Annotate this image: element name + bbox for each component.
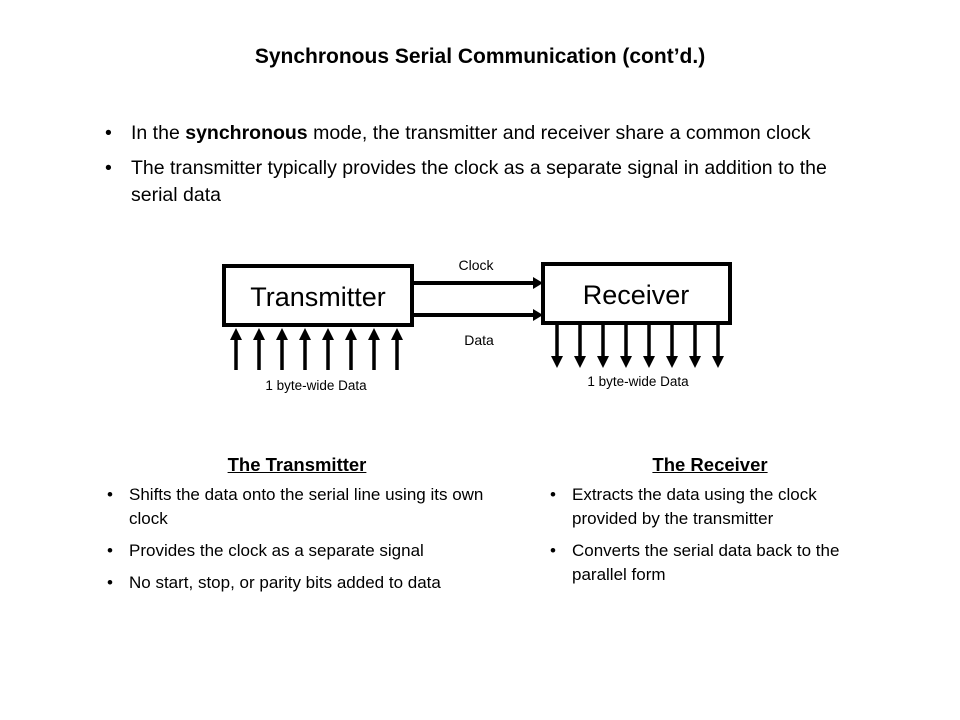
- intro-bullet-list: • In the synchronous mode, the transmitt…: [105, 120, 845, 217]
- transmitter-heading: The Transmitter: [227, 454, 367, 475]
- rx-bus-arrow: [666, 325, 678, 368]
- bullet-text: The transmitter typically provides the c…: [131, 157, 827, 206]
- transmitter-bullet: • Provides the clock as a separate signal: [107, 539, 487, 563]
- rx-bus-arrow: [712, 325, 724, 368]
- transmitter-label: Transmitter: [250, 282, 386, 312]
- clock-label: Clock: [458, 257, 494, 273]
- bullet-dot: •: [107, 485, 113, 504]
- intro-bullet: • In the synchronous mode, the transmitt…: [105, 120, 845, 147]
- rx-bus-arrow: [689, 325, 701, 368]
- slide-title: Synchronous Serial Communication (cont’d…: [254, 45, 706, 68]
- tx-bus-arrow: [368, 328, 380, 370]
- rx-bus-arrow: [574, 325, 586, 368]
- tx-bus-arrow: [345, 328, 357, 370]
- transmitter-box: [222, 264, 414, 327]
- data-label: Data: [464, 332, 494, 348]
- receiver-section: The Receiver • Extracts the data using th…: [550, 453, 870, 595]
- rx-bus-label: 1 byte-wide Data: [587, 374, 689, 389]
- transmitter-bullet: • No start, stop, or parity bits added to…: [107, 571, 487, 595]
- transmitter-section: The Transmitter • Shifts the data onto th…: [107, 453, 487, 603]
- rx-bus-arrow: [620, 325, 632, 368]
- bullet-dot: •: [105, 122, 112, 144]
- bullet-text: Converts the serial data back to the par…: [572, 541, 840, 584]
- transmitter-bullet: • Shifts the data onto the serial line us…: [107, 483, 487, 531]
- tx-bus-arrow: [299, 328, 311, 370]
- tx-bus-label: 1 byte-wide Data: [265, 378, 367, 393]
- bullet-text-post: mode, the transmitter and receiver share…: [307, 122, 811, 144]
- tx-bus-arrow: [322, 328, 334, 370]
- bullet-dot: •: [107, 541, 113, 560]
- tx-bus-arrow: [276, 328, 288, 370]
- intro-bullet: • The transmitter typically provides the…: [105, 155, 845, 209]
- bullet-text: No start, stop, or parity bits added to …: [129, 573, 441, 592]
- receiver-output-bus: [551, 325, 724, 368]
- bullet-dot: •: [550, 485, 556, 504]
- bullet-text-bold: synchronous: [185, 122, 308, 144]
- rx-bus-arrow: [597, 325, 609, 368]
- bullet-text: Provides the clock as a separate signal: [129, 541, 424, 560]
- rx-bus-arrow: [551, 325, 563, 368]
- bullet-dot: •: [107, 573, 113, 592]
- bullet-text: Extracts the data using the clock provid…: [572, 485, 817, 528]
- bullet-dot: •: [105, 157, 112, 179]
- clock-arrowhead: [533, 277, 543, 289]
- receiver-box: [541, 262, 732, 325]
- receiver-bullet: • Extracts the data using the clock provi…: [550, 483, 870, 531]
- transmitter-input-bus: [230, 328, 403, 370]
- bullet-text-pre: In the: [131, 122, 186, 144]
- receiver-bullet: • Converts the serial data back to the pa…: [550, 539, 870, 587]
- bullet-text: Shifts the data onto the serial line usi…: [129, 485, 484, 528]
- data-arrowhead: [533, 309, 543, 321]
- tx-bus-arrow: [391, 328, 403, 370]
- rx-bus-arrow: [643, 325, 655, 368]
- tx-bus-arrow: [230, 328, 242, 370]
- receiver-label: Receiver: [583, 280, 690, 310]
- bullet-dot: •: [550, 541, 556, 560]
- tx-bus-arrow: [253, 328, 265, 370]
- receiver-heading: The Receiver: [652, 454, 768, 475]
